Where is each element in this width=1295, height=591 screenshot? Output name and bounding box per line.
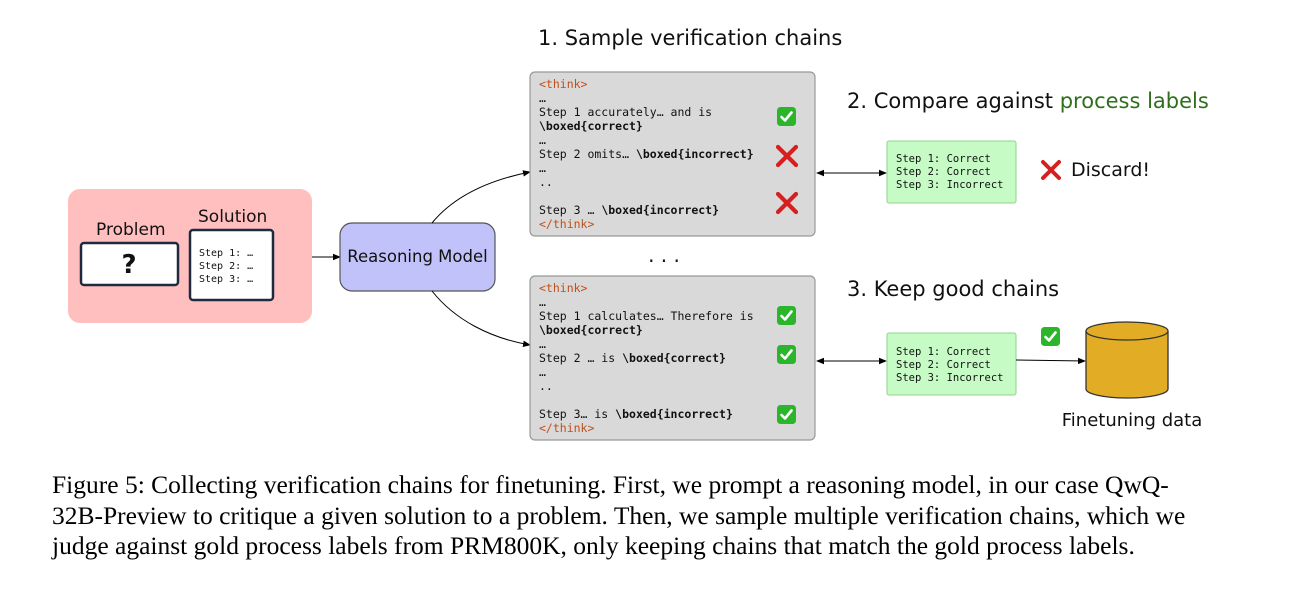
process-label-line: Step 1: Correct: [896, 153, 991, 165]
chain-ellipsis: …: [539, 133, 546, 147]
check-mark-icon: [777, 405, 796, 424]
chain-ellipsis: …: [539, 365, 546, 379]
chain-panel-bottom: [529, 275, 816, 441]
chain-ellipsis: …: [539, 295, 546, 309]
caption-line: Figure 5: Collecting verification chains…: [52, 470, 1169, 499]
chain-step-3: Step 3 … \boxed{incorrect}: [539, 203, 719, 217]
think-close-tag: </think>: [539, 421, 594, 435]
process-label-line: Step 3: Incorrect: [896, 179, 1003, 191]
check-mark-icon: [1041, 327, 1060, 346]
database-cylinder-icon: [1085, 321, 1169, 399]
solution-line: Step 1: …: [199, 248, 253, 259]
chain-step-2: Step 2 … is \boxed{correct}: [539, 351, 726, 365]
chain-step-2: Step 2 omits… \boxed{incorrect}: [539, 147, 754, 161]
cross-mark-icon: [1041, 160, 1061, 180]
solution-box: [188, 228, 275, 302]
more-chains-ellipsis: . . .: [648, 243, 680, 267]
reasoning-model-label: Reasoning Model: [347, 247, 487, 266]
cross-mark-icon: [775, 191, 799, 215]
chain-ellipsis: ..: [539, 379, 553, 393]
chain-ellipsis: …: [539, 91, 546, 105]
caption-line: judge against gold process labels from P…: [52, 531, 1135, 560]
discard-label: Discard!: [1071, 159, 1150, 181]
process-label-line: Step 3: Incorrect: [896, 372, 1003, 384]
chain-step-1: Step 1 calculates… Therefore is: [539, 309, 754, 323]
heading-compare-labels: 2. Compare against process labels: [847, 89, 1209, 113]
cross-mark-icon: [775, 144, 799, 168]
chain-step-1-verdict: \boxed{correct}: [539, 119, 643, 133]
problem-symbol: ?: [121, 250, 136, 280]
solution-label: Solution: [198, 207, 267, 227]
solution-line: Step 3: …: [199, 274, 253, 285]
problem-box: [79, 241, 180, 287]
chain-step-1-verdict: \boxed{correct}: [539, 323, 643, 337]
figure-caption: Figure 5: Collecting verification chains…: [52, 470, 1252, 562]
verification-diagram: 1. Sample verification chains 2. Compare…: [68, 26, 1209, 441]
arrow-model-to-chain-bottom: [431, 290, 531, 347]
think-open-tag: <think>: [539, 77, 588, 91]
reasoning-model-box: [339, 222, 496, 292]
check-mark-icon: [777, 306, 796, 325]
problem-label: Problem: [96, 220, 166, 240]
arrow-labels-to-data: [1015, 357, 1086, 365]
think-open-tag: <think>: [539, 281, 588, 295]
heading-sample-chains: 1. Sample verification chains: [538, 26, 842, 50]
process-label-line: Step 2: Correct: [896, 166, 991, 178]
process-labels-box-top: [886, 140, 1017, 204]
finetuning-data-label: Finetuning data: [1062, 410, 1203, 431]
arrow-model-to-chain-top: [431, 170, 531, 224]
process-label-line: Step 1: Correct: [896, 346, 991, 358]
chain-step-3: Step 3… is \boxed{incorrect}: [539, 407, 733, 421]
chain-step-1: Step 1 accurately… and is: [539, 105, 712, 119]
heading-keep-chains: 3. Keep good chains: [847, 277, 1059, 301]
think-close-tag: </think>: [539, 217, 594, 231]
check-mark-icon: [777, 345, 796, 364]
chain-ellipsis: …: [539, 161, 546, 175]
caption-line: 32B-Preview to critique a given solution…: [52, 500, 1186, 530]
process-label-line: Step 2: Correct: [896, 359, 991, 371]
solution-line: Step 2: …: [199, 261, 253, 272]
chain-ellipsis: …: [539, 337, 546, 351]
check-mark-icon: [777, 107, 796, 126]
chain-ellipsis: ..: [539, 175, 553, 189]
chain-panel-top: [529, 71, 816, 237]
process-labels-highlight: process labels: [1060, 89, 1209, 113]
process-labels-box-bottom: [886, 332, 1017, 396]
